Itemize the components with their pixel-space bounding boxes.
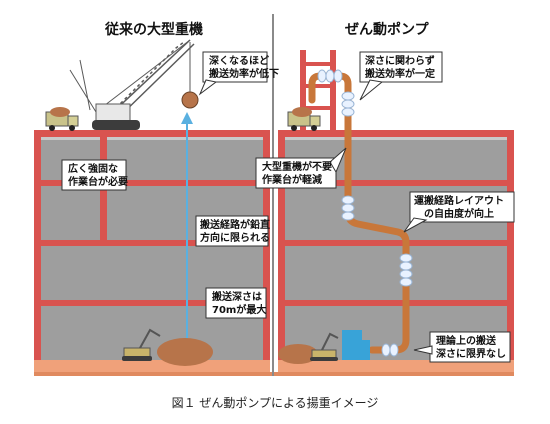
left-callout-2-line2: 作業台が必要 bbox=[68, 175, 128, 188]
right-callout-3-line1: 運搬経路レイアウト bbox=[414, 194, 504, 207]
right-callout-3-line2: の自由度が向上 bbox=[424, 207, 494, 220]
right-callout-4-line1: 理論上の搬送 bbox=[436, 334, 497, 347]
right-title: ぜん動ポンプ bbox=[345, 21, 430, 38]
right-callout-1-line1: 深さに関わらず bbox=[365, 54, 435, 67]
right-pit-floor bbox=[278, 360, 514, 372]
lift-arrow-head bbox=[181, 112, 193, 124]
left-dump-truck bbox=[45, 107, 79, 131]
lifting-diagram: 従来の大型重機 ぜん動ポンプ bbox=[34, 14, 515, 376]
left-title: 従来の大型重機 bbox=[104, 21, 203, 38]
left-callout-1-line1: 深くなるほど bbox=[209, 54, 269, 67]
left-callout-3: 搬送経路が鉛直 方向に限られる bbox=[195, 215, 270, 247]
left-callout-1-line2: 搬送効率が低下 bbox=[209, 67, 279, 80]
pump-rings bbox=[317, 69, 413, 357]
left-callout-4: 搬送深さは 70mが最大 bbox=[205, 287, 267, 319]
right-callout-1: 深さに関わらず 搬送効率が一定 bbox=[359, 51, 443, 101]
crane-crawler-tracks bbox=[92, 120, 140, 130]
right-callout-1-line2: 搬送効率が一定 bbox=[365, 67, 435, 80]
right-callout-2-line2: 作業台が軽減 bbox=[262, 173, 322, 186]
left-excavator bbox=[122, 328, 161, 361]
left-callout-2: 広く強固な 作業台が必要 bbox=[61, 159, 128, 191]
right-callout-2-line1: 大型重機が不要 bbox=[262, 160, 332, 173]
crane-bucket bbox=[181, 91, 199, 109]
right-dump-truck bbox=[287, 107, 321, 131]
left-soil-pile bbox=[157, 338, 213, 366]
left-callout-4-line2: 70mが最大 bbox=[212, 303, 266, 316]
left-callout-2-line1: 広く強固な bbox=[68, 162, 118, 175]
left-callout-3-line2: 方向に限られる bbox=[200, 231, 270, 244]
right-steel-frame bbox=[278, 50, 514, 370]
figure-caption: 図１ ぜん動ポンプによる揚重イメージ bbox=[171, 396, 379, 410]
crane-cab bbox=[95, 103, 131, 123]
hopper-tank bbox=[342, 330, 370, 360]
right-callout-4-line2: 深さに限界なし bbox=[436, 347, 506, 360]
left-callout-3-line1: 搬送経路が鉛直 bbox=[200, 218, 270, 231]
right-callout-2: 大型重機が不要 作業台が軽減 bbox=[255, 147, 347, 189]
left-callout-4-line1: 搬送深さは bbox=[212, 290, 262, 303]
right-callout-4: 理論上の搬送 深さに限界なし bbox=[413, 331, 511, 363]
left-callout-1: 深くなるほど 搬送効率が低下 bbox=[198, 51, 279, 96]
left-pit-floor bbox=[34, 360, 270, 372]
crawler-crane bbox=[69, 39, 195, 119]
right-soil-pile bbox=[278, 344, 318, 364]
right-callout-3: 運搬経路レイアウト の自由度が向上 bbox=[403, 191, 515, 233]
right-excavator bbox=[310, 332, 339, 361]
